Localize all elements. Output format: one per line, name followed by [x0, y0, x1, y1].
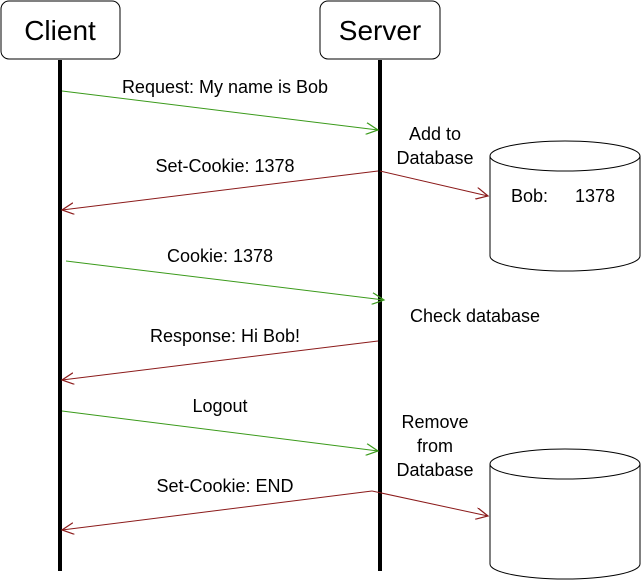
message-arrow-set-cookie	[62, 170, 379, 210]
message-label-set-cookie: Set-Cookie: 1378	[155, 156, 294, 176]
note-add-database: Database	[396, 148, 473, 168]
db-record-value: 1378	[575, 186, 615, 206]
message-label-set-cookie-end: Set-Cookie: END	[156, 476, 293, 496]
server-participant: Server	[319, 0, 441, 60]
message-label-logout: Logout	[192, 396, 247, 416]
database-bottom	[489, 448, 641, 580]
server-label: Server	[339, 15, 421, 46]
message-label-response: Response: Hi Bob!	[150, 326, 300, 346]
db-write-arrow	[379, 170, 488, 196]
message-arrow-cookie	[65, 260, 384, 300]
message-arrow-logout	[61, 410, 378, 451]
note-add-to: Add to	[409, 124, 461, 144]
message-arrow-set-cookie-end	[62, 490, 373, 530]
note-remove: Remove	[401, 412, 468, 432]
message-arrow-response	[62, 340, 379, 380]
note-remove-from: from	[417, 436, 453, 456]
database-top: Bob: 1378	[489, 140, 641, 272]
client-participant: Client	[0, 0, 121, 60]
message-label-request: Request: My name is Bob	[122, 77, 328, 97]
client-label: Client	[24, 15, 96, 46]
message-label-cookie: Cookie: 1378	[167, 246, 273, 266]
db-record-name: Bob:	[511, 186, 548, 206]
db-remove-arrow	[371, 490, 488, 516]
message-arrow-request	[61, 90, 378, 130]
note-check-database: Check database	[410, 306, 540, 326]
note-remove-database: Database	[396, 460, 473, 480]
